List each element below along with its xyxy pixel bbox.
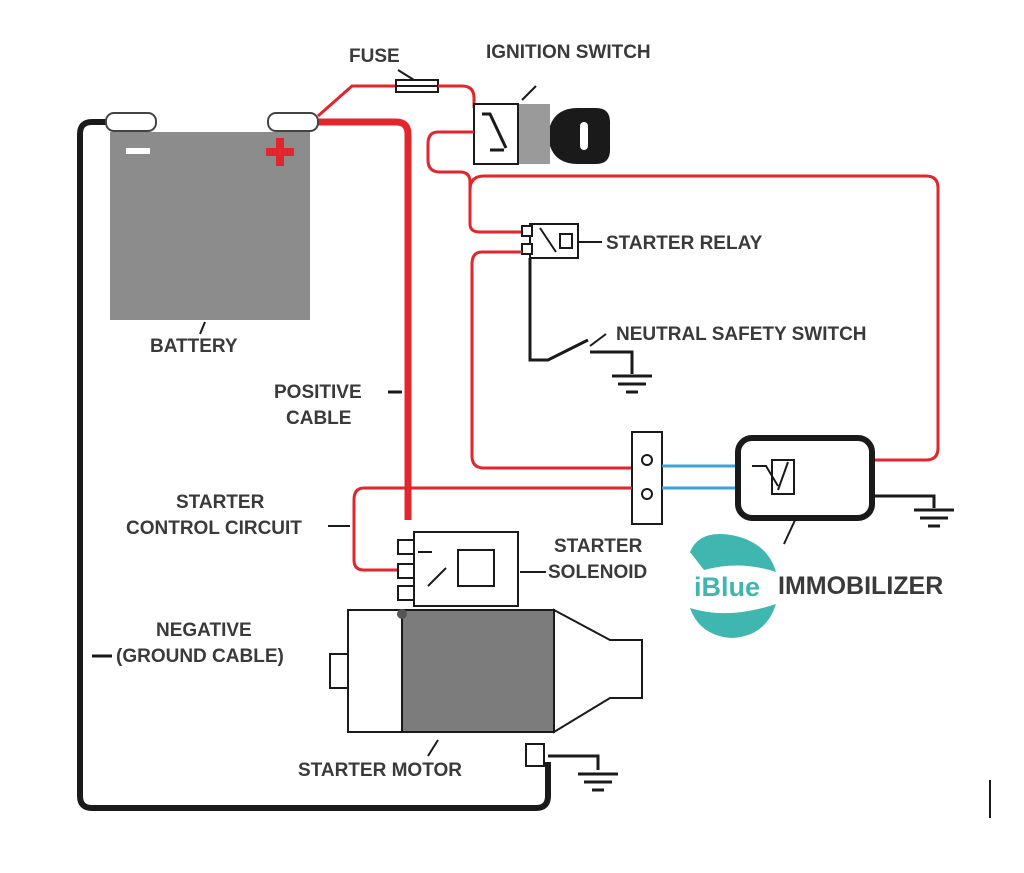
ignition-switch-blade [482,112,508,152]
ignition-switch-contacts [473,103,519,165]
positive-cable [318,118,412,520]
battery-label: BATTERY [150,336,238,357]
connector-pin [641,454,653,466]
starter-relay-pin [521,225,533,237]
starter-control-label-line2: CONTROL CIRCUIT [126,518,302,539]
starter-solenoid-label: STARTER [554,536,643,557]
neutral-safety-leader [589,333,607,347]
starter-motor-bolt [397,609,407,619]
starter-motor-endcap [329,653,349,689]
negative-cable-label-line2: (GROUND CABLE) [116,646,284,667]
brand-logo-wave-top [690,534,776,572]
battery-negative-sign-icon [126,148,150,154]
ground-icon [612,374,652,394]
brand-logo-wave-bottom [690,604,776,638]
ignition-switch-leader [521,85,537,101]
fuse-feed-wire [317,84,396,118]
starter-relay-coil [559,233,573,249]
immobilizer-connector [631,431,663,525]
neutral-safety-switch [590,350,634,374]
brand-logo-text: iBlue [694,572,760,602]
starter-solenoid-coil [457,549,495,587]
key-slot [580,122,588,150]
immobilizer-feed-wire [468,174,940,462]
starter-motor-leader [427,739,439,757]
starter-motor-label: STARTER MOTOR [298,760,462,781]
ignition-loop-wire [426,130,528,234]
motor-ground-stud [525,743,545,767]
starter-solenoid-label-line2: SOLENOID [548,562,647,583]
fuse-label: FUSE [349,46,400,67]
starter-solenoid-contact [418,551,447,587]
starter-relay-contact [539,227,557,253]
starter-relay-pin [521,243,533,255]
ground-icon [578,772,618,792]
ignition-switch-label: IGNITION SWITCH [486,42,651,63]
negative-cable-label: NEGATIVE [156,620,252,641]
solenoid-terminal [397,539,415,555]
immobilizer-ground-wire [872,494,936,508]
starter-motor [401,609,555,733]
positive-cable-label: POSITIVE [274,382,362,403]
battery-leader [199,321,206,335]
battery-positive-sign-icon [266,138,294,166]
battery-negative-terminal [105,112,157,132]
immobilizer-leader [783,517,797,545]
starter-control-circuit-wire [352,486,632,572]
starter-motor-nose [553,608,643,734]
immobilizer-wires [662,464,740,490]
solenoid-terminal [397,563,415,579]
immobilizer-relay-contact [752,461,789,491]
starter-motor-rear [347,609,405,733]
motor-ground-wire [548,754,600,770]
starter-control-label: STARTER [176,492,265,513]
fuse-leader [397,69,415,81]
ground-icon [914,508,954,528]
relay-output-wire [470,250,632,470]
immobilizer-label: IMMOBILIZER [778,572,943,600]
starter-relay-label: STARTER RELAY [606,233,763,254]
negative-ground-cable [77,119,551,811]
immobilizer-module [735,435,875,521]
neutral-safety-switch-label: NEUTRAL SAFETY SWITCH [616,324,867,345]
battery-positive-terminal [267,112,319,132]
solenoid-terminal [397,585,415,601]
ignition-feed-wire [438,84,476,108]
connector-pin [641,488,653,500]
neutral-safety-wire [528,258,589,362]
positive-cable-label-line2: CABLE [286,408,351,429]
